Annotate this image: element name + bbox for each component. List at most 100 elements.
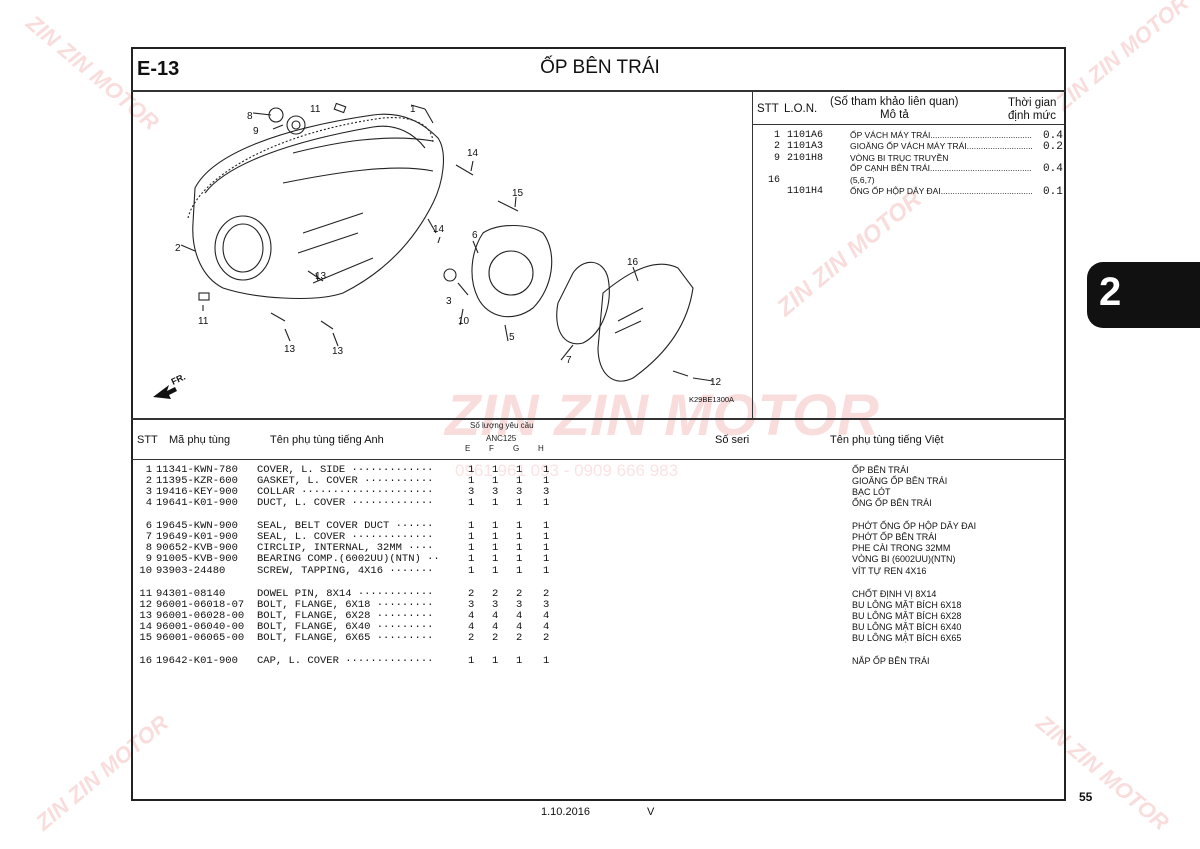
parts-row-qty: 3 bbox=[516, 486, 523, 498]
parts-row-qty: 3 bbox=[468, 486, 475, 498]
lon-header-time-2: định mức bbox=[1008, 110, 1056, 122]
parts-row-stt: 3 bbox=[145, 486, 152, 498]
parts-row-qty: 2 bbox=[516, 632, 523, 644]
parts-row-qty: 1 bbox=[468, 553, 475, 565]
parts-row-stt: 10 bbox=[139, 565, 152, 577]
parts-row-name-en: GASKET, L. COVER ··········· bbox=[257, 476, 434, 487]
parts-row-qty: 4 bbox=[468, 621, 475, 633]
parts-row-qty: 1 bbox=[492, 542, 499, 554]
parts-row-qty: 4 bbox=[468, 610, 475, 622]
parts-row-qty: 2 bbox=[468, 588, 475, 600]
parts-row-qty: 2 bbox=[543, 632, 550, 644]
parts-row-qty: 1 bbox=[543, 542, 550, 554]
section-code: E-13 bbox=[137, 58, 180, 80]
parts-row-name-vi: CHỐT ĐỊNH VỊ 8X14 bbox=[852, 589, 937, 599]
parts-row-name-vi: PHE CÀI TRONG 32MM bbox=[852, 543, 951, 553]
lon-row-time: 0.2 bbox=[1043, 141, 1063, 153]
parts-row-qty: 1 bbox=[492, 553, 499, 565]
parts-row-qty: 1 bbox=[543, 553, 550, 565]
parts-row-part-no: 91005-KVB-900 bbox=[156, 553, 238, 565]
diagram-bottom-rule bbox=[131, 418, 1066, 420]
lon-row-desc: ỐP VÁCH MÁY TRÁI........................… bbox=[850, 130, 1032, 140]
parts-row-qty: 1 bbox=[492, 565, 499, 577]
parts-row-part-no: 96001-06065-00 bbox=[156, 632, 245, 644]
parts-row-stt: 2 bbox=[145, 475, 152, 487]
parts-row-name-vi: BU LÔNG MẶT BÍCH 6X18 bbox=[852, 600, 962, 610]
parts-header-serial: Số seri bbox=[715, 434, 750, 446]
page-title: ỐP BÊN TRÁI bbox=[540, 57, 660, 78]
parts-header-col-h: H bbox=[538, 444, 544, 453]
lon-header-lon: L.O.N. bbox=[784, 103, 818, 115]
parts-row-qty: 1 bbox=[516, 542, 523, 554]
lon-row-time: 0.4 bbox=[1043, 163, 1063, 175]
parts-row-stt: 14 bbox=[139, 621, 152, 633]
parts-row-qty: 4 bbox=[543, 621, 550, 633]
parts-row-part-no: 94301-08140 bbox=[156, 588, 226, 600]
parts-row-qty: 1 bbox=[543, 531, 550, 543]
fr-arrow bbox=[153, 385, 177, 399]
footer-version: V bbox=[647, 806, 655, 818]
parts-header-col-f: F bbox=[489, 444, 494, 453]
parts-row-qty: 1 bbox=[516, 531, 523, 543]
parts-row-qty: 1 bbox=[516, 565, 523, 577]
parts-row-qty: 4 bbox=[492, 621, 499, 633]
parts-row-qty: 1 bbox=[543, 520, 550, 532]
parts-row-name-en: BOLT, FLANGE, 6X40 ········· bbox=[257, 622, 434, 633]
section-tab[interactable]: 2 bbox=[1087, 262, 1200, 328]
parts-row-qty: 1 bbox=[468, 475, 475, 487]
callout-14-mid: 14 bbox=[433, 224, 445, 235]
callout-16: 16 bbox=[627, 257, 639, 268]
callout-10: 10 bbox=[458, 316, 470, 327]
callout-11-bottom: 11 bbox=[198, 316, 209, 327]
lon-header-rule bbox=[752, 124, 1065, 125]
parts-row-name-en: SCREW, TAPPING, 4X16 ······· bbox=[257, 566, 434, 577]
lon-row-time: 0.4 bbox=[1043, 130, 1063, 142]
parts-row-stt: 1 bbox=[145, 464, 152, 476]
parts-row-name-en: COVER, L. SIDE ············· bbox=[257, 465, 434, 476]
page-number: 55 bbox=[1079, 790, 1093, 804]
parts-row-qty: 1 bbox=[492, 531, 499, 543]
lon-row-desc: VÒNG BI TRỤC TRUYỀN bbox=[850, 153, 949, 163]
lon-row-desc: ỐP CẠNH BÊN TRÁI........................… bbox=[850, 163, 1032, 173]
parts-row-part-no: 90652-KVB-900 bbox=[156, 542, 238, 554]
parts-row-name-en: CAP, L. COVER ·············· bbox=[257, 656, 434, 667]
parts-row-qty: 1 bbox=[468, 464, 475, 476]
parts-row-qty: 1 bbox=[516, 497, 523, 509]
duct bbox=[471, 225, 553, 318]
callout-14-top: 14 bbox=[467, 148, 479, 159]
parts-row-name-en: SEAL, L. COVER ············· bbox=[257, 532, 434, 543]
callout-9: 9 bbox=[253, 126, 259, 137]
parts-row-stt: 8 bbox=[145, 542, 152, 554]
parts-row-name-vi: ỐP BÊN TRÁI bbox=[852, 465, 909, 475]
parts-row-part-no: 19645-KWN-900 bbox=[156, 520, 238, 532]
lon-row-desc: ỐNG ỐP HỘP DÂY ĐAI......................… bbox=[850, 186, 1032, 196]
parts-row-qty: 1 bbox=[468, 520, 475, 532]
parts-row-stt: 6 bbox=[145, 520, 152, 532]
diagram-ref-code: K29BE1300A bbox=[689, 395, 734, 404]
parts-row-stt: 12 bbox=[139, 599, 152, 611]
fr-label: FR. bbox=[170, 372, 187, 387]
parts-row-qty: 3 bbox=[516, 599, 523, 611]
parts-row-name-vi: BU LÔNG MẶT BÍCH 6X65 bbox=[852, 633, 962, 643]
parts-row-qty: 1 bbox=[492, 497, 499, 509]
parts-row-qty: 1 bbox=[468, 531, 475, 543]
header-rule bbox=[131, 90, 1066, 92]
lon-header-desc-2: Mô tả bbox=[880, 109, 909, 121]
parts-row-qty: 1 bbox=[468, 542, 475, 554]
parts-row-stt: 13 bbox=[139, 610, 152, 622]
lon-header-time-1: Thời gian bbox=[1008, 97, 1057, 109]
parts-row-qty: 1 bbox=[516, 655, 523, 667]
parts-row-qty: 1 bbox=[516, 475, 523, 487]
parts-row-name-en: BOLT, FLANGE, 6X28 ········· bbox=[257, 611, 434, 622]
callout-13-mid: 13 bbox=[332, 346, 344, 357]
lon-divider bbox=[752, 91, 753, 419]
parts-row-qty: 2 bbox=[468, 632, 475, 644]
lon-header-stt: STT bbox=[757, 103, 779, 115]
